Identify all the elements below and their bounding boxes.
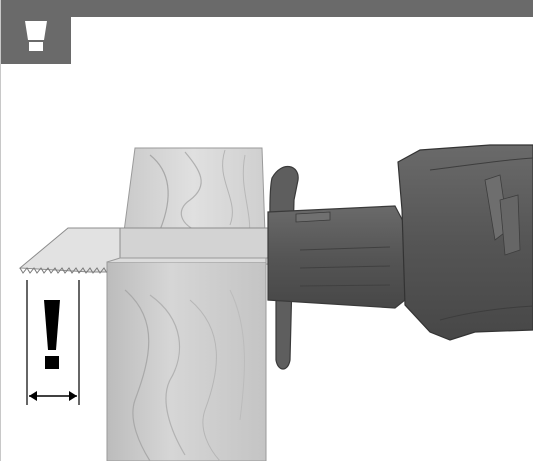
blade-projection-callout	[27, 280, 79, 405]
double-arrow-icon	[29, 391, 77, 401]
wood-block-front	[107, 258, 266, 461]
reciprocating-saw-body	[268, 145, 533, 369]
exclamation-mark-icon	[44, 300, 60, 369]
